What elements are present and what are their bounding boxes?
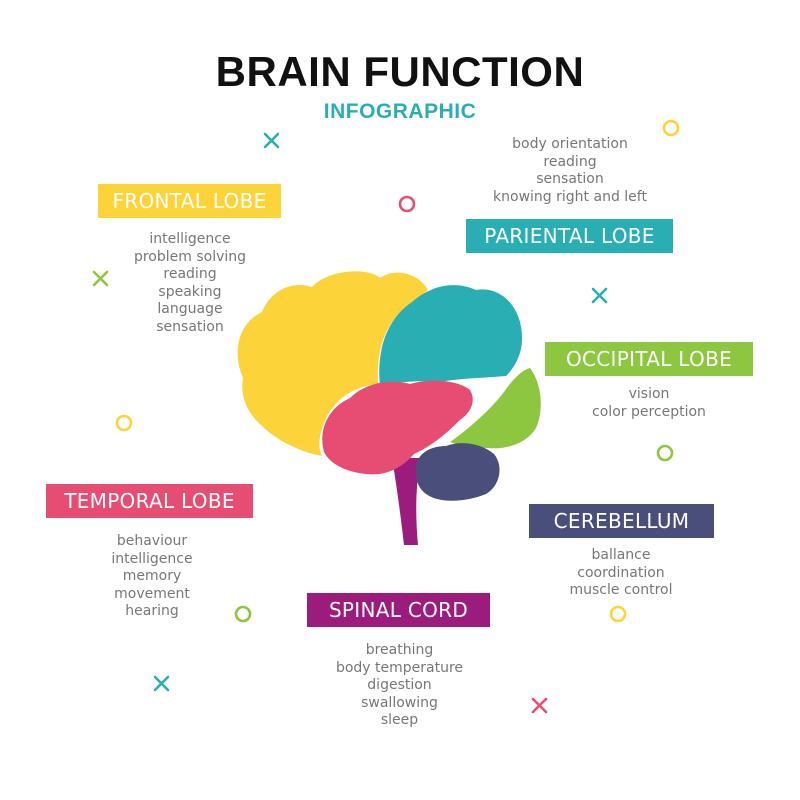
function-item: ballance bbox=[591, 547, 651, 563]
cerebellum-label: CEREBELLUM bbox=[529, 504, 714, 538]
function-item: digestion bbox=[367, 677, 432, 694]
function-item: intelligence bbox=[111, 550, 193, 567]
function-item: vision bbox=[628, 386, 670, 402]
parietal-lobe-label: PARIENTAL LOBE bbox=[466, 219, 673, 253]
brain-temporal-lobe bbox=[322, 380, 473, 475]
spinal-cord-label: SPINAL CORD bbox=[307, 593, 490, 627]
function-item: body orientation bbox=[512, 136, 628, 152]
infographic-title: BRAIN FUNCTION bbox=[215, 48, 585, 95]
temporal-lobe-functions: behaviour intelligence memory movement h… bbox=[52, 533, 252, 621]
cross-icon bbox=[153, 675, 170, 692]
function-item: swallowing bbox=[361, 694, 438, 711]
occipital-lobe-label: OCCIPITAL LOBE bbox=[545, 342, 753, 376]
cross-icon bbox=[591, 287, 608, 304]
function-item: reading bbox=[543, 153, 597, 170]
cross-icon bbox=[92, 270, 109, 287]
brain-frontal-lobe bbox=[237, 271, 428, 456]
brain-cerebellum bbox=[415, 443, 500, 501]
cross-icon bbox=[531, 697, 548, 714]
function-item: behaviour bbox=[116, 533, 188, 549]
function-item: movement bbox=[114, 585, 190, 602]
parietal-lobe-functions: body orientation reading sensation knowi… bbox=[455, 136, 685, 206]
spinal-cord-functions: breathing body temperature digestion swa… bbox=[297, 642, 502, 730]
function-item: sensation bbox=[536, 171, 604, 188]
temporal-lobe-label: TEMPORAL LOBE bbox=[46, 484, 253, 518]
function-item: memory bbox=[122, 568, 182, 585]
occipital-lobe-functions: vision color perception bbox=[549, 386, 749, 421]
function-item: problem solving bbox=[133, 248, 247, 265]
infographic-subtitle: INFOGRAPHIC bbox=[323, 100, 477, 123]
frontal-lobe-label: FRONTAL LOBE bbox=[98, 184, 281, 218]
cross-icon bbox=[263, 132, 280, 149]
function-item: muscle control bbox=[569, 582, 673, 599]
function-item: body temperature bbox=[335, 659, 464, 676]
circle-icon bbox=[234, 605, 252, 623]
brain-spinal-cord bbox=[392, 458, 420, 545]
function-item: breathing bbox=[365, 642, 434, 658]
function-item: sensation bbox=[156, 318, 224, 335]
function-item: knowing right and left bbox=[493, 188, 647, 205]
function-item: color perception bbox=[592, 403, 706, 420]
brain-occipital-lobe bbox=[450, 368, 541, 449]
circle-icon bbox=[609, 605, 627, 623]
function-item: speaking bbox=[158, 283, 222, 300]
function-item: language bbox=[157, 301, 223, 318]
frontal-lobe-functions: intelligence problem solving reading spe… bbox=[90, 231, 290, 337]
circle-icon bbox=[398, 195, 416, 213]
cerebellum-functions: ballance coordination muscle control bbox=[521, 547, 721, 600]
circle-icon bbox=[115, 414, 133, 432]
function-item: intelligence bbox=[149, 231, 231, 247]
brain-parietal-lobe bbox=[379, 285, 523, 386]
function-item: coordination bbox=[577, 564, 665, 581]
function-item: sleep bbox=[380, 712, 419, 729]
function-item: reading bbox=[163, 266, 217, 283]
circle-icon bbox=[662, 119, 680, 137]
circle-icon bbox=[656, 444, 674, 462]
function-item: hearing bbox=[125, 603, 179, 620]
